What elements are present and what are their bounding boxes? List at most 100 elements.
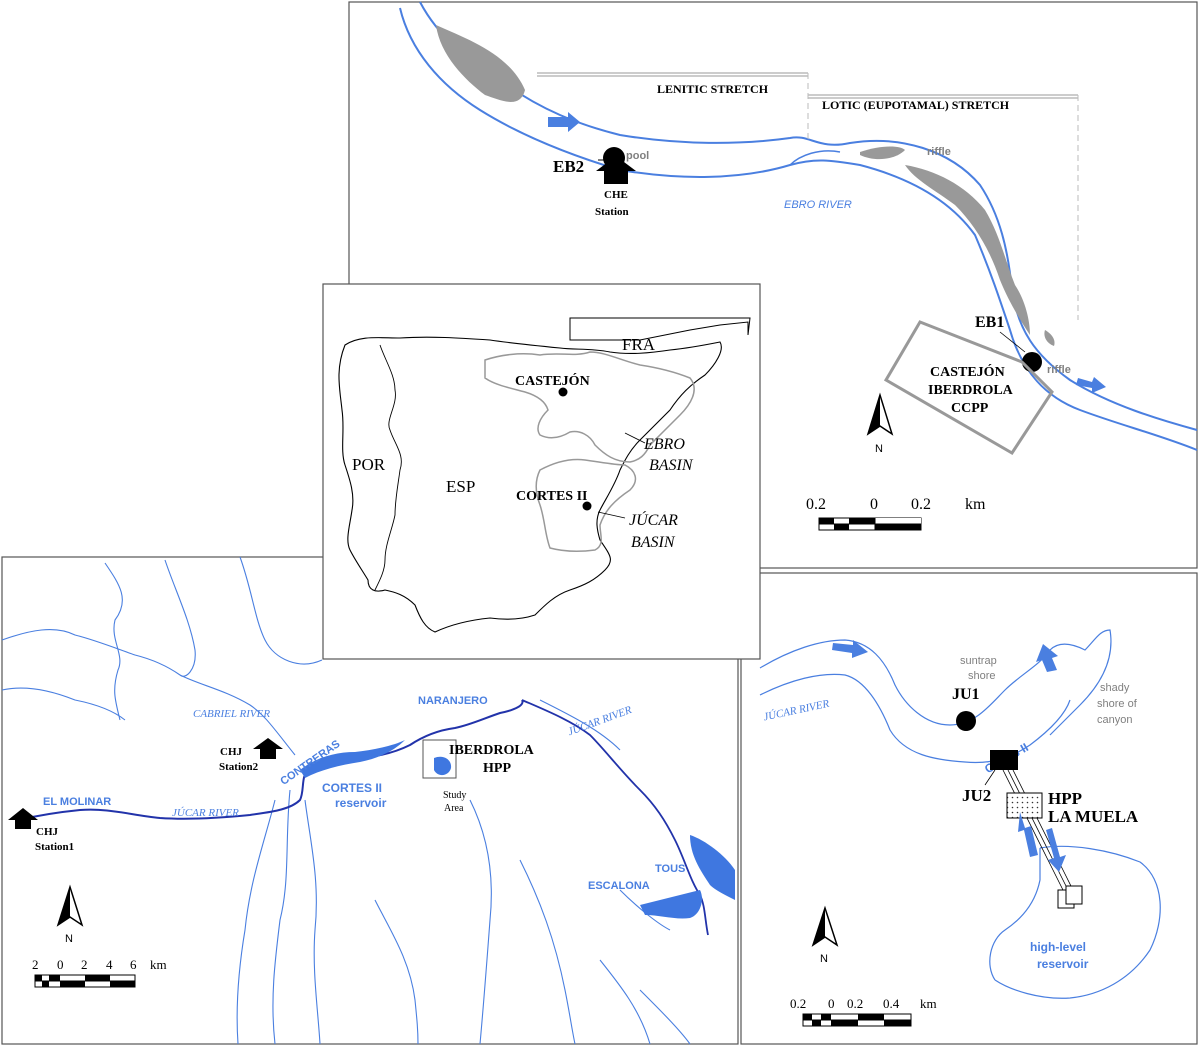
north-arrow-icon bbox=[866, 392, 894, 436]
lotic-label: LOTIC (EUPOTAMAL) STRETCH bbox=[822, 98, 1010, 112]
suntrap-line1: suntrap bbox=[960, 655, 997, 667]
plant-label-3: CCPP bbox=[951, 401, 989, 416]
ju1-site-marker bbox=[956, 711, 976, 731]
chj1-line1: CHJ bbox=[36, 826, 59, 838]
gravel-bar-small bbox=[1044, 330, 1055, 346]
cortes-inset-label: CORTES II bbox=[516, 489, 587, 504]
ebro-river-south-bank bbox=[399, 7, 1198, 451]
jucar-scale-tick-1: 0 bbox=[57, 957, 64, 972]
jucar-north-label: N bbox=[65, 933, 73, 945]
flow-arrow-icon bbox=[548, 112, 580, 132]
detail-river-south-bank bbox=[759, 673, 1071, 764]
study-line1: Study bbox=[443, 790, 466, 801]
che-station-icon bbox=[596, 156, 636, 184]
suntrap-line2: shore bbox=[968, 670, 996, 682]
lenitic-label: LENITIC STRETCH bbox=[657, 82, 769, 96]
fra-label: FRA bbox=[622, 335, 656, 354]
portugal-border bbox=[374, 344, 402, 591]
detail-canyon-edge bbox=[1049, 629, 1112, 736]
detail-scale-tick-2: 0.2 bbox=[847, 996, 863, 1011]
tributary-rivers bbox=[1, 556, 691, 1045]
ebro-scale-tick-1: 0 bbox=[870, 496, 878, 513]
iberia-inset: FRA CASTEJÓN EBRO BASIN POR ESP CORTES I… bbox=[322, 283, 761, 660]
detail-north-label: N bbox=[820, 953, 828, 965]
detail-scale-tick-3: 0.4 bbox=[883, 996, 900, 1011]
plant-label-1: CASTEJÓN bbox=[930, 363, 1005, 380]
jucar-scale-tick-4: 6 bbox=[130, 957, 137, 972]
hpp-line1: HPP bbox=[1048, 789, 1082, 808]
detail-flow-arrow-icon bbox=[832, 640, 868, 658]
north-arrow-icon bbox=[56, 884, 84, 927]
hpp-line2: LA MUELA bbox=[1048, 807, 1139, 826]
pool-label: pool bbox=[626, 150, 649, 162]
el-molinar-label: EL MOLINAR bbox=[43, 796, 111, 808]
high-level-reservoir-outline bbox=[994, 845, 1161, 999]
gravel-bar-upper bbox=[436, 25, 525, 102]
cortes-reservoir bbox=[300, 740, 405, 778]
iberdrola-line1: IBERDROLA bbox=[449, 743, 535, 758]
jucar-river-label-2: JÚCAR RIVER bbox=[172, 807, 239, 819]
north-label: N bbox=[875, 443, 883, 455]
ebro-scale-bar bbox=[818, 517, 922, 531]
detail-scale-bar bbox=[802, 1013, 912, 1027]
castejon-dot bbox=[558, 387, 568, 397]
cortes-dot bbox=[582, 501, 592, 511]
chj2-line2: Station2 bbox=[219, 761, 259, 773]
jucar-scale-tick-0: 2 bbox=[32, 957, 39, 972]
detail-flow-arrow-out-icon bbox=[1036, 644, 1058, 672]
cabriel-label: CABRIEL RIVER bbox=[193, 708, 270, 720]
pump-arrow-up-icon bbox=[1018, 812, 1038, 857]
inset-frame bbox=[322, 283, 761, 660]
ebro-scale-tick-0: 0.2 bbox=[806, 496, 826, 513]
detail-river-north-bank bbox=[759, 639, 1051, 726]
ebro-scale-tick-2: 0.2 bbox=[911, 496, 931, 513]
jucar-scale-tick-2: 2 bbox=[81, 957, 88, 972]
intake-box-2 bbox=[1065, 885, 1083, 905]
eb2-label: EB2 bbox=[553, 157, 584, 176]
ju2-site-marker bbox=[990, 750, 1018, 770]
jucar-scale-tick-3: 4 bbox=[106, 957, 113, 972]
riffle-label-upper: riffle bbox=[927, 146, 951, 158]
ju1-label: JU1 bbox=[952, 686, 980, 703]
ebro-river-north-bank bbox=[419, 1, 1198, 431]
chj2-line1: CHJ bbox=[220, 746, 243, 758]
riffle-label-lower: riffle bbox=[1047, 364, 1071, 376]
esp-label: ESP bbox=[446, 477, 475, 496]
hpp-la-muela-building bbox=[1006, 792, 1043, 819]
pump-arrow-down-icon bbox=[1046, 828, 1066, 872]
ebro-basin-line1: EBRO bbox=[643, 436, 685, 453]
detail-scale-tick-1: 0 bbox=[828, 996, 835, 1011]
shady-line3: canyon bbox=[1097, 714, 1132, 726]
study-area-box bbox=[422, 739, 457, 779]
castejon-ccpp-outline bbox=[883, 320, 1054, 456]
escalona-reservoir bbox=[640, 890, 702, 919]
gravel-bar-riffle bbox=[860, 146, 905, 160]
flow-arrow-lower-icon bbox=[1076, 377, 1106, 393]
jucar-basin-outline bbox=[535, 458, 637, 553]
study-line2: Area bbox=[444, 803, 464, 814]
tous-label: TOUS bbox=[655, 863, 685, 875]
north-arrow-icon bbox=[811, 905, 839, 947]
france-border bbox=[569, 317, 751, 341]
por-label: POR bbox=[352, 455, 386, 474]
detail-panel-frame bbox=[740, 572, 1198, 1045]
detail-scale-tick-0: 0.2 bbox=[790, 996, 806, 1011]
highres-line2: reservoir bbox=[1037, 957, 1089, 971]
escalona-label: ESCALONA bbox=[588, 880, 650, 892]
eb1-site-marker bbox=[1022, 352, 1042, 372]
highres-line1: high-level bbox=[1030, 940, 1086, 954]
chj1-line2: Station1 bbox=[35, 841, 74, 853]
ebro-basin-line2: BASIN bbox=[649, 457, 694, 474]
shady-line2: shore of bbox=[1097, 698, 1138, 710]
ju2-label: JU2 bbox=[962, 786, 991, 805]
ebro-basin-outline bbox=[484, 351, 695, 463]
iberdrola-line2: HPP bbox=[483, 761, 511, 776]
detail-scale-unit: km bbox=[920, 996, 937, 1011]
che-label: CHE bbox=[604, 189, 628, 201]
naranjero-label: NARANJERO bbox=[418, 695, 488, 707]
cortes-line1: CORTES II bbox=[322, 781, 382, 795]
chj-station2-icon bbox=[253, 738, 283, 759]
ebro-river-label: EBRO RIVER bbox=[784, 199, 852, 211]
chj-station1-icon bbox=[8, 808, 38, 829]
